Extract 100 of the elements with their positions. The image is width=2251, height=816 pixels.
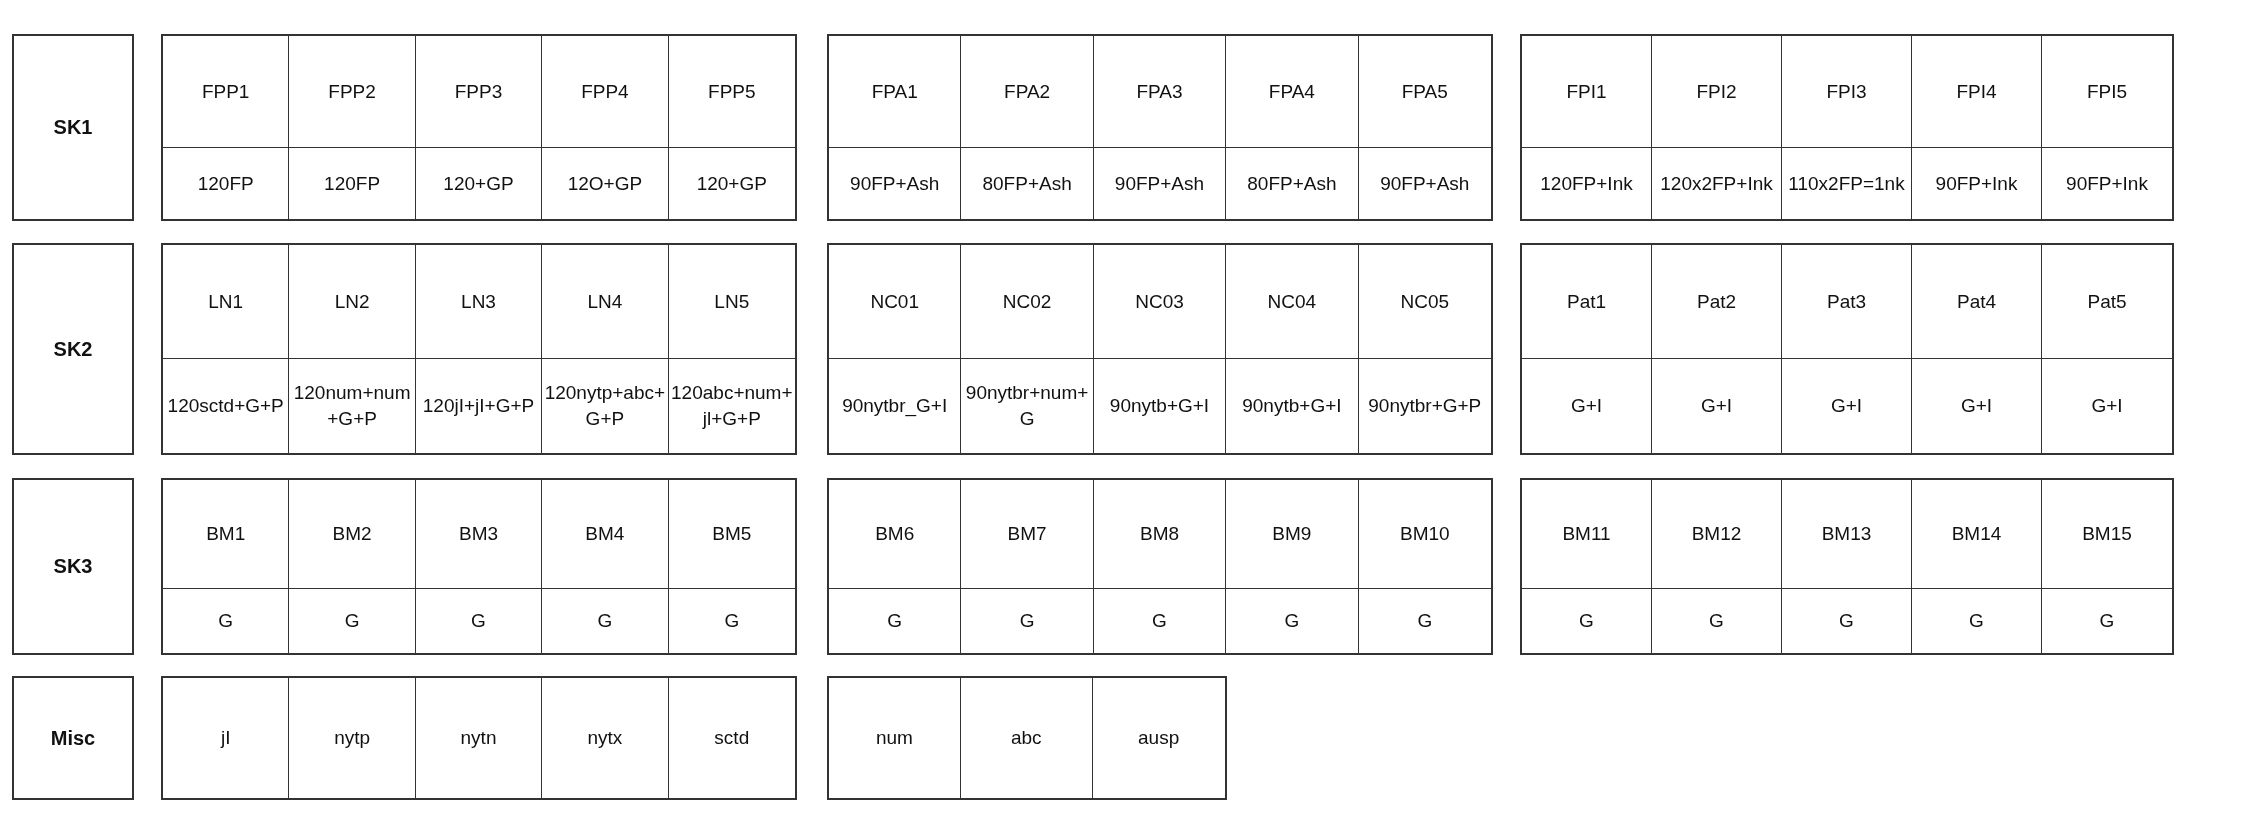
table-cell-text: 90FP+Ash [1379,171,1471,196]
table-cell-text: G [2098,609,2116,634]
table-cell: 90FP+Ink [1912,148,2042,219]
table-cell: FPP2 [289,36,416,148]
table-cell: G [1522,589,1652,653]
data-table [1520,34,2174,221]
table-cell: 90nytbr_G+I [829,359,962,453]
table-cell: 120FP [163,148,290,219]
table-cell: BM4 [542,480,669,589]
table-cell: FPA5 [1358,36,1491,148]
table-cell: G [163,589,290,653]
table-cell: BM2 [289,480,416,589]
table-cell: BM13 [1782,480,1912,589]
table-cell: LN4 [542,245,669,359]
table-cell-text: G [1416,609,1434,634]
table-cell: LN1 [163,245,290,359]
table-cell: BM11 [1522,480,1652,589]
data-table [161,243,797,455]
table-cell-text: 120+GP [695,171,768,196]
table-cell-text: G [723,609,741,634]
data-table [161,478,797,655]
table-cell: 80FP+Ash [1226,148,1359,219]
table-cell-text: sctd [713,726,751,751]
table-cell: LN2 [289,245,416,359]
table-cell: FPP1 [163,36,290,148]
table-cell: G [415,589,543,653]
table-cell: G+I [1912,359,2042,453]
table-cell: BM15 [2042,480,2172,589]
table-cell: G [289,589,416,653]
table-cell: abc [960,678,1093,798]
table-cell: 90nytbr+num+G [961,359,1094,453]
table-cell: G [1782,589,1912,653]
table-cell: FPI5 [2042,36,2172,148]
table-cell: 120num+num+G+P [289,359,416,453]
table-cell: Pat2 [1652,245,1782,359]
table-cell: Pat1 [1522,245,1652,359]
table-cell: FPA4 [1226,36,1359,148]
table-cell: 120jI+jI+G+P [415,359,543,453]
table-cell: BM8 [1093,480,1227,589]
data-table [1520,478,2174,655]
table-cell: FPA3 [1093,36,1227,148]
table-cell: BM10 [1358,480,1491,589]
table-cell: 90nytb+G+I [1093,359,1227,453]
table-cell: NC04 [1226,245,1359,359]
table-cell: G [961,589,1094,653]
data-table [827,34,1493,221]
table-cell: G [1652,589,1782,653]
table-cell: jI [163,678,290,798]
table-cell: G+I [1652,359,1782,453]
table-cell: 120nytp+abc+G+P [542,359,669,453]
table-cell: nytn [415,678,543,798]
table-cell: 80FP+Ash [961,148,1094,219]
table-cell: BM3 [415,480,543,589]
table-cell: FPI2 [1652,36,1782,148]
table-cell: G [1093,589,1227,653]
table-cell: G [1226,589,1359,653]
table-cell: FPI3 [1782,36,1912,148]
table-cell-text: G+I [2090,394,2124,419]
table-cell: Pat5 [2042,245,2172,359]
table-cell: 120x2FP+Ink [1652,148,1782,219]
table-cell: BM5 [668,480,795,589]
table-cell: LN3 [415,245,543,359]
table-cell: 110x2FP=1nk [1782,148,1912,219]
table-cell: Pat3 [1782,245,1912,359]
table-cell: FPP3 [415,36,543,148]
table-cell: Pat4 [1912,245,2042,359]
table-cell: BM6 [829,480,962,589]
data-table [827,676,1227,800]
table-cell: BM1 [163,480,290,589]
table-cell: FPI4 [1912,36,2042,148]
table-cell: NC01 [829,245,962,359]
table-cell: 120FP+Ink [1522,148,1652,219]
table-cell: NC02 [961,245,1094,359]
table-cell: G [1912,589,2042,653]
table-cell-text: 90FP+Ink [2065,171,2149,196]
table-cell: FPA1 [829,36,962,148]
table-cell: 12O+GP [542,148,669,219]
table-cell: FPI1 [1522,36,1652,148]
table-cell-text: ausp [1137,726,1181,751]
table-cell: BM14 [1912,480,2042,589]
data-table [827,243,1493,455]
table-cell: BM9 [1226,480,1359,589]
table-cell: 120FP [289,148,416,219]
table-cell: num [829,678,961,798]
row-header-box: SK1 [12,34,134,221]
row-header-box: Misc [12,676,134,800]
table-cell: G+I [1782,359,1912,453]
row-header-box: SK2 [12,243,134,455]
table-cell: 120+GP [415,148,543,219]
table-cell: NC03 [1093,245,1227,359]
table-cell: 90FP+Ash [1093,148,1227,219]
table-cell: 90nytb+G+I [1226,359,1359,453]
table-cell: G+I [1522,359,1652,453]
table-cell: nytp [289,678,416,798]
table-cell: G [542,589,669,653]
data-table [161,34,797,221]
table-cell-text: 120abc+num+jl+G+P [670,381,794,431]
table-cell: BM12 [1652,480,1782,589]
table-cell: BM7 [961,480,1094,589]
table-cell: FPA2 [961,36,1094,148]
